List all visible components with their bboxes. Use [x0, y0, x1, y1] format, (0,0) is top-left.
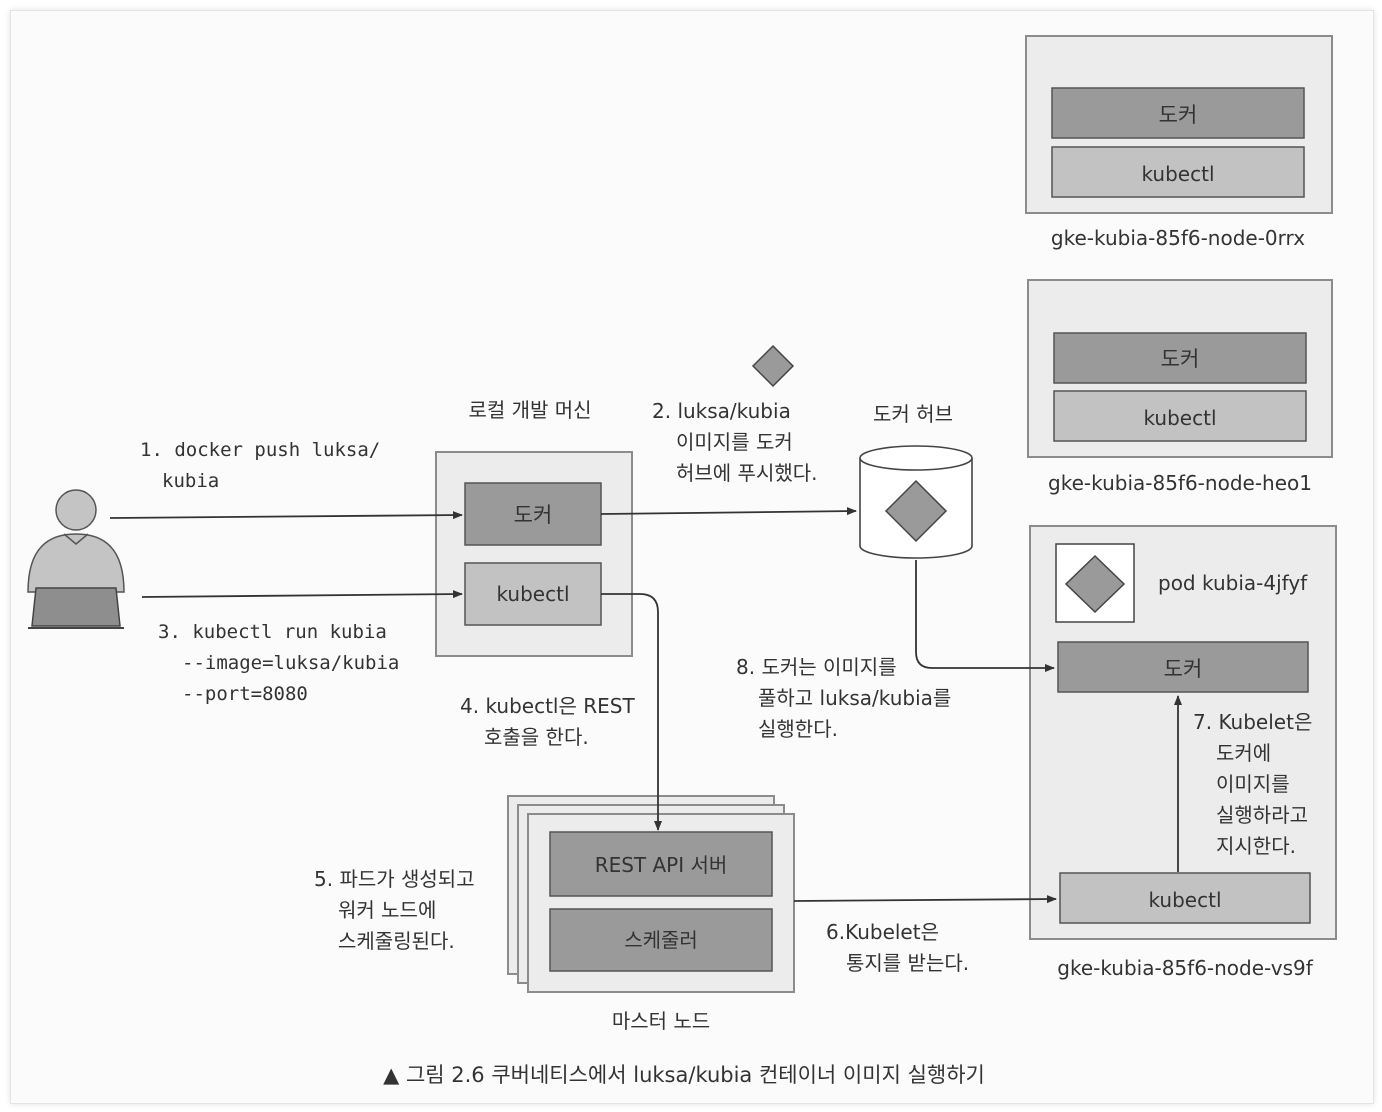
- svg-text:5. 파드가 생성되고: 5. 파드가 생성되고: [314, 867, 475, 891]
- developer-user-icon: [27, 489, 125, 629]
- svg-text:실행한다.: 실행한다.: [758, 717, 838, 741]
- step-2-label: 2. luksa/kubia 이미지를 도커 허브에 푸시했다.: [652, 399, 818, 485]
- worker-node-vs9f: pod kubia-4jfyf 도커 kubectl gke-kubia-85f…: [1029, 525, 1337, 980]
- docker-hub-title: 도커 허브: [873, 402, 953, 426]
- svg-text:이미지를: 이미지를: [1216, 772, 1290, 796]
- master-node: REST API 서버 스케줄러 마스터 노드: [507, 795, 795, 1033]
- node3-docker-label: 도커: [1164, 657, 1203, 681]
- svg-text:지시한다.: 지시한다.: [1216, 834, 1296, 858]
- svg-text:3. kubectl run kubia: 3. kubectl run kubia: [158, 621, 387, 643]
- local-docker-box: [464, 482, 602, 546]
- node2-docker-box: [1053, 332, 1307, 384]
- rest-api-server-box: [549, 831, 773, 897]
- svg-text:--port=8080: --port=8080: [182, 683, 308, 705]
- pod-container-icon: [1064, 554, 1126, 614]
- node2-kubectl-box: [1053, 390, 1307, 442]
- node3-kubectl-label: kubectl: [1148, 888, 1221, 912]
- local-docker-label: 도커: [514, 503, 553, 527]
- svg-text:풀하고 luksa/kubia를: 풀하고 luksa/kubia를: [758, 686, 951, 710]
- step-4-label: 4. kubectl은 REST 호출을 한다.: [460, 694, 635, 749]
- scheduler-label: 스케줄러: [624, 928, 698, 952]
- step-3-label: 3. kubectl run kubia --image=luksa/kubia…: [158, 621, 399, 705]
- node3-kubectl-box: [1059, 872, 1311, 924]
- rest-api-server-label: REST API 서버: [595, 853, 728, 877]
- svg-text:4. kubectl은 REST: 4. kubectl은 REST: [460, 694, 635, 718]
- svg-text:스케줄링된다.: 스케줄링된다.: [338, 929, 455, 953]
- svg-text:2. luksa/kubia: 2. luksa/kubia: [652, 399, 791, 423]
- arrow-push-to-hub: [600, 507, 857, 516]
- node1-kubectl-label: kubectl: [1141, 162, 1214, 186]
- svg-text:kubia: kubia: [162, 470, 219, 492]
- worker-node-0rrx: 도커 kubectl gke-kubia-85f6-node-0rrx: [1025, 35, 1333, 250]
- step-5-label: 5. 파드가 생성되고 워커 노드에 스케줄링된다.: [314, 867, 475, 953]
- svg-text:--image=luksa/kubia: --image=luksa/kubia: [182, 652, 399, 674]
- local-dev-machine: 로컬 개발 머신 도커 kubectl: [435, 398, 633, 657]
- arrow-rest-call: [601, 593, 662, 831]
- local-machine-title: 로컬 개발 머신: [468, 398, 591, 422]
- arrow-kubectl-run: [141, 590, 463, 599]
- svg-text:6.Kubelet은: 6.Kubelet은: [826, 920, 939, 944]
- svg-text:통지를 받는다.: 통지를 받는다.: [846, 951, 969, 975]
- pushed-image-icon: [751, 344, 795, 388]
- laptop-icon: [31, 587, 121, 627]
- node2-docker-label: 도커: [1161, 347, 1200, 371]
- svg-text:워커 노드에: 워커 노드에: [338, 898, 436, 922]
- local-kubectl-label: kubectl: [496, 582, 569, 606]
- svg-text:1. docker push luksa/: 1. docker push luksa/: [140, 439, 380, 461]
- hub-image-icon: [884, 479, 948, 543]
- node3-name: gke-kubia-85f6-node-vs9f: [1057, 956, 1313, 980]
- svg-text:8. 도커는 이미지를: 8. 도커는 이미지를: [736, 655, 897, 679]
- node2-name: gke-kubia-85f6-node-heo1: [1048, 471, 1312, 495]
- node1-docker-box: [1051, 87, 1305, 139]
- svg-text:이미지를 도커: 이미지를 도커: [676, 430, 793, 454]
- pod-label: pod kubia-4jfyf: [1158, 571, 1308, 595]
- arrow-docker-push: [109, 511, 463, 520]
- step-6-label: 6.Kubelet은 통지를 받는다.: [826, 920, 969, 975]
- node1-docker-label: 도커: [1159, 103, 1198, 127]
- node1-name: gke-kubia-85f6-node-0rrx: [1051, 226, 1305, 250]
- node1-kubectl-box: [1051, 146, 1305, 198]
- scheduler-box: [549, 908, 773, 972]
- figure-caption: ▲ 그림 2.6 쿠버네티스에서 luksa/kubia 컨테이너 이미지 실행…: [383, 1063, 985, 1087]
- svg-text:실행하라고: 실행하라고: [1216, 803, 1308, 827]
- local-kubectl-box: [464, 562, 602, 626]
- arrow-pull-image: [915, 560, 1055, 672]
- step-1-label: 1. docker push luksa/ kubia: [140, 439, 380, 492]
- docker-hub: 도커 허브: [859, 402, 973, 559]
- arrow-notify-kubelet: [793, 895, 1057, 904]
- step-8-label: 8. 도커는 이미지를 풀하고 luksa/kubia를 실행한다.: [736, 655, 951, 741]
- worker-node-heo1: 도커 kubectl gke-kubia-85f6-node-heo1: [1027, 279, 1333, 495]
- svg-text:7. Kubelet은: 7. Kubelet은: [1193, 710, 1312, 734]
- node2-kubectl-label: kubectl: [1143, 406, 1216, 430]
- master-node-title: 마스터 노드: [612, 1009, 710, 1033]
- svg-text:호출을 한다.: 호출을 한다.: [484, 725, 589, 749]
- svg-text:도커에: 도커에: [1216, 741, 1271, 765]
- svg-text:허브에 푸시했다.: 허브에 푸시했다.: [676, 461, 818, 485]
- step-7-label: 7. Kubelet은 도커에 이미지를 실행하라고 지시한다.: [1193, 710, 1312, 858]
- node3-docker-box: [1057, 641, 1309, 693]
